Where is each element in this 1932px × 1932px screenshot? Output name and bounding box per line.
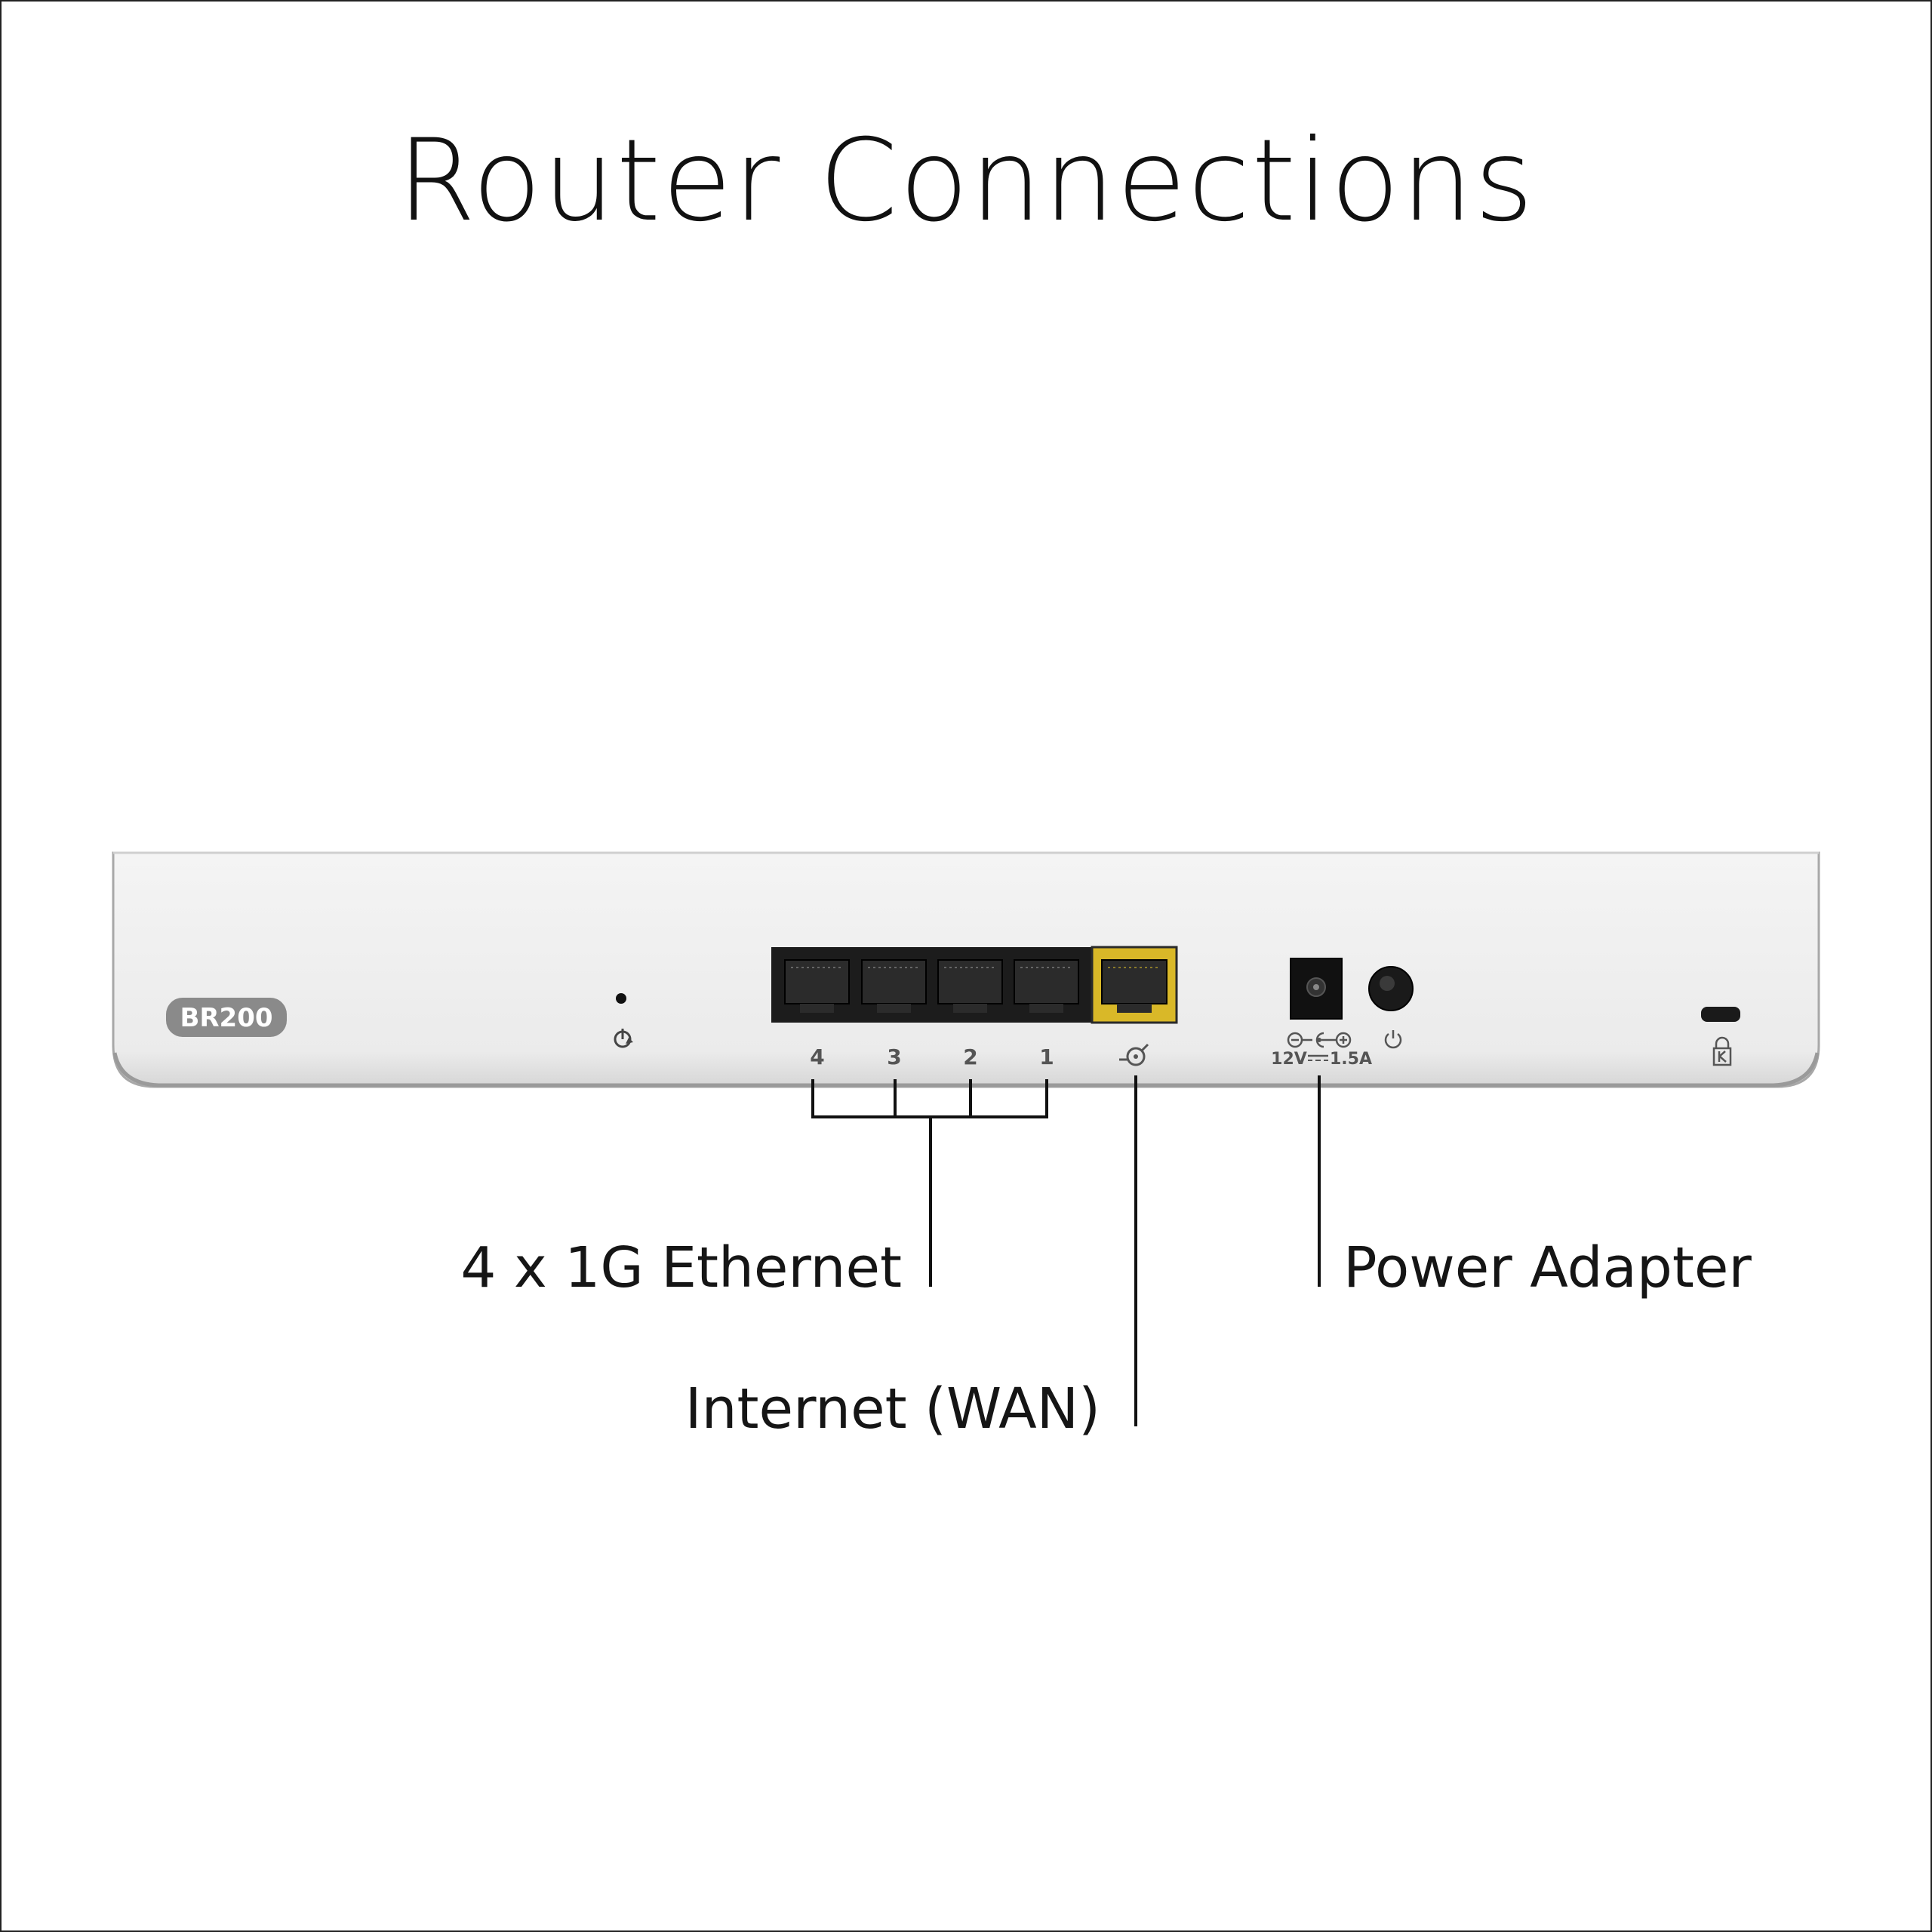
model-badge-label: BR200 [180, 1003, 272, 1033]
port-number-3: 3 [887, 1044, 901, 1069]
callout-power-adapter: Power Adapter [1343, 1235, 1752, 1300]
port-number-1: 1 [1039, 1044, 1054, 1069]
callout-ethernet: 4 x 1G Ethernet [460, 1235, 902, 1300]
polarity-symbol [1287, 1032, 1352, 1048]
reset-pinhole [616, 993, 626, 1004]
callout-wan: Internet (WAN) [685, 1377, 1100, 1441]
model-badge: BR200 [166, 998, 287, 1037]
ethernet-leader-lines [811, 1079, 1048, 1287]
kensington-lock-slot [1701, 1007, 1740, 1022]
wan-port [1091, 946, 1178, 1024]
port-number-4: 4 [810, 1044, 824, 1069]
power-voltage-label: 12V [1271, 1050, 1307, 1069]
power-button-icon [1384, 1030, 1402, 1049]
dc-symbol [1308, 1054, 1328, 1061]
lan-ports-block [771, 947, 1092, 1023]
lan-port-2 [937, 959, 1003, 1013]
port-number-2: 2 [963, 1044, 977, 1069]
lan-port-4 [784, 959, 850, 1013]
power-current-label: 1.5A [1330, 1050, 1372, 1069]
kensington-lock-icon [1712, 1036, 1732, 1066]
lan-port-3 [861, 959, 927, 1013]
reset-icon [614, 1029, 633, 1048]
power-button[interactable] [1368, 966, 1414, 1011]
power-jack [1290, 958, 1343, 1020]
lan-port-1 [1014, 959, 1079, 1013]
internet-globe-icon [1119, 1043, 1149, 1066]
page-title: Router Connections [397, 115, 1535, 247]
